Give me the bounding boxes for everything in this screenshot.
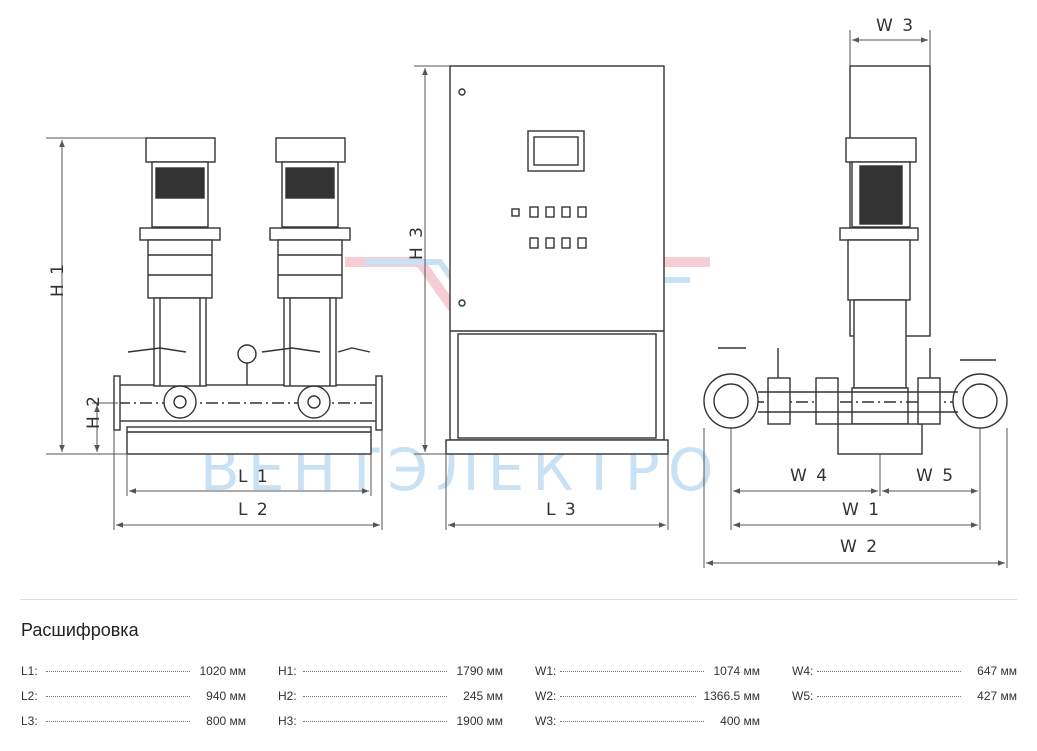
legend-value: 1074 мм <box>713 664 760 678</box>
legend-column: W1: 1074 мм W2: 1366.5 мм W3: 400 мм <box>535 660 760 735</box>
legend-row: W5: 427 мм <box>792 685 1017 710</box>
dim-label-w4: W 4 <box>790 466 829 486</box>
legend-label: W5: <box>792 689 814 703</box>
side-view-pump-station <box>703 65 1008 455</box>
legend-dotted-leader <box>560 671 704 672</box>
legend-dotted-leader <box>303 721 447 722</box>
legend-row: L1: 1020 мм <box>21 660 246 685</box>
side-flange-left <box>703 373 759 429</box>
legend-row: W4: 647 мм <box>792 660 1017 685</box>
legend-value: 245 мм <box>463 689 503 703</box>
legend-value: 427 мм <box>977 689 1017 703</box>
legend-dotted-leader <box>817 671 961 672</box>
dim-label-w5: W 5 <box>916 466 955 486</box>
dim-label-l3: L 3 <box>546 500 578 520</box>
dim-label-h3: H 3 <box>407 225 427 260</box>
dim-label-h1: H 1 <box>48 262 68 297</box>
legend-label: H1: <box>278 664 297 678</box>
legend-dotted-leader <box>46 721 190 722</box>
side-flange-right <box>952 373 1008 429</box>
dim-label-w2: W 2 <box>840 537 879 557</box>
dim-label-h2: H 2 <box>84 394 104 429</box>
control-cabinet <box>445 65 669 455</box>
legend-value: 1790 мм <box>456 664 503 678</box>
legend-label: L3: <box>21 714 38 728</box>
legend-label: W4: <box>792 664 814 678</box>
legend-column: L1: 1020 мм L2: 940 мм L3: 800 мм <box>21 660 246 735</box>
legend-dotted-leader <box>560 696 696 697</box>
pump-unit-2 <box>261 137 371 419</box>
legend-row: H3: 1900 мм <box>278 710 503 735</box>
legend-label: W1: <box>535 664 557 678</box>
legend-dotted-leader <box>303 671 447 672</box>
cabinet-dimensions <box>414 65 669 530</box>
legend-label: W2: <box>535 689 557 703</box>
legend-value: 400 мм <box>720 714 760 728</box>
dimension-legend: L1: 1020 мм L2: 940 мм L3: 800 мм H1: 1790 мм H2… <box>21 660 1017 740</box>
legend-dotted-leader <box>46 671 190 672</box>
side-view-dimensions <box>703 30 1008 568</box>
legend-label: W3: <box>535 714 557 728</box>
legend-row: H2: 245 мм <box>278 685 503 710</box>
legend-value: 1366.5 мм <box>703 689 760 703</box>
cabinet-indicator-lights <box>511 206 587 249</box>
pressure-gauge-icon <box>237 344 257 364</box>
front-view-pump-station <box>113 137 383 455</box>
legend-row: W2: 1366.5 мм <box>535 685 760 710</box>
legend-dotted-leader <box>303 696 447 697</box>
legend-row: L3: 800 мм <box>21 710 246 735</box>
legend-value: 800 мм <box>206 714 246 728</box>
legend-dotted-leader <box>46 696 190 697</box>
section-divider <box>20 599 1017 600</box>
legend-label: L1: <box>21 664 38 678</box>
legend-value: 940 мм <box>206 689 246 703</box>
legend-value: 647 мм <box>977 664 1017 678</box>
legend-column: W4: 647 мм W5: 427 мм <box>792 660 1017 710</box>
dim-label-l1: L 1 <box>238 467 270 487</box>
legend-label: H2: <box>278 689 297 703</box>
legend-label: H3: <box>278 714 297 728</box>
legend-row: H1: 1790 мм <box>278 660 503 685</box>
legend-dotted-leader <box>817 696 961 697</box>
pump-unit-1 <box>127 137 221 419</box>
legend-title: Расшифровка <box>21 620 139 640</box>
front-view-dimensions <box>46 137 383 530</box>
legend-label: L2: <box>21 689 38 703</box>
legend-row: L2: 940 мм <box>21 685 246 710</box>
legend-column: H1: 1790 мм H2: 245 мм H3: 1900 мм <box>278 660 503 735</box>
dim-label-w1: W 1 <box>842 500 881 520</box>
technical-drawing: ВЕНТЭЛЕКТРО <box>46 16 1008 568</box>
legend-value: 1900 мм <box>456 714 503 728</box>
dim-label-l2: L 2 <box>238 500 270 520</box>
legend-row: W3: 400 мм <box>535 710 760 735</box>
legend-value: 1020 мм <box>199 664 246 678</box>
legend-dotted-leader <box>560 721 704 722</box>
dim-label-w3: W 3 <box>876 16 915 36</box>
legend-row: W1: 1074 мм <box>535 660 760 685</box>
